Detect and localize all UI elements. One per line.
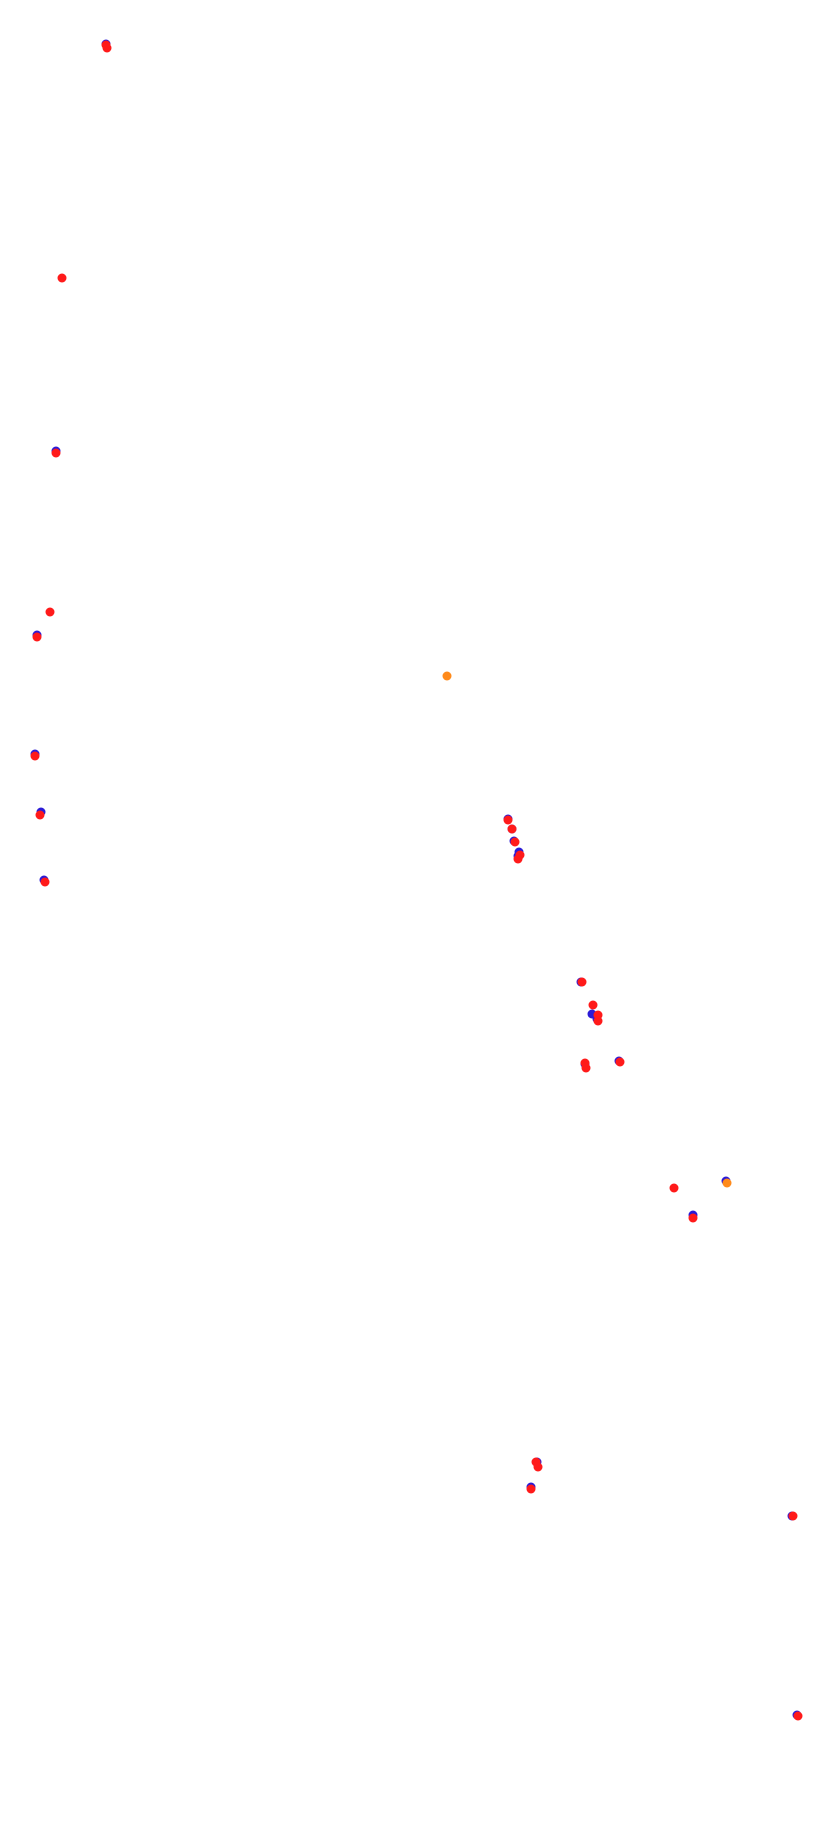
point-red-21 [30, 751, 40, 761]
point-red-19 [40, 877, 50, 887]
point-red-27 [101, 40, 111, 50]
point-red-11 [593, 1010, 603, 1020]
point-red-16 [510, 837, 520, 847]
point-red-1 [788, 1511, 798, 1521]
point-red-25 [57, 273, 67, 283]
point-red-20 [35, 810, 45, 820]
point-red-2 [526, 1484, 536, 1494]
point-red-17 [507, 824, 517, 834]
point-red-23 [45, 607, 55, 617]
point-red-18 [503, 815, 513, 825]
point-red-0 [793, 1711, 803, 1721]
point-orange-0 [722, 1178, 732, 1188]
series-red [30, 40, 803, 1721]
point-red-5 [688, 1213, 698, 1223]
point-red-4 [531, 1457, 541, 1467]
point-red-13 [577, 977, 587, 987]
point-red-15 [515, 850, 525, 860]
point-red-24 [51, 448, 61, 458]
series-orange [442, 671, 732, 1188]
point-red-9 [615, 1057, 625, 1067]
point-orange-1 [442, 671, 452, 681]
data-points [30, 39, 803, 1721]
point-red-22 [32, 632, 42, 642]
point-red-8 [580, 1058, 590, 1068]
point-red-12 [588, 1000, 598, 1010]
point-red-6 [669, 1183, 679, 1193]
